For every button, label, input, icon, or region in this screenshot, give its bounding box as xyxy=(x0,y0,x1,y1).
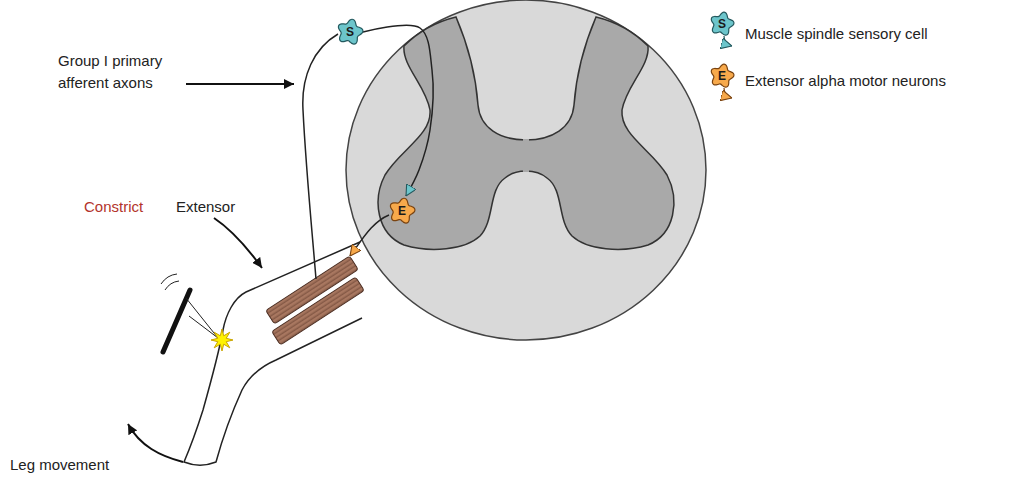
icon-letter: E xyxy=(718,69,726,83)
grey-matter xyxy=(378,17,526,249)
legend-text: Muscle spindle sensory cell xyxy=(745,25,928,42)
pointer-arrow xyxy=(214,218,262,268)
muscle-label: Extensor xyxy=(176,196,235,218)
leg-outline xyxy=(184,242,362,465)
cell-letter: E xyxy=(398,204,406,218)
reflex-hammer xyxy=(163,290,190,352)
muscle xyxy=(272,277,365,345)
motor-neuron-icon xyxy=(711,64,734,87)
axon-label: Group I primary afferent axons xyxy=(58,50,186,94)
motor-neuron: E xyxy=(388,197,416,225)
grey-commissure xyxy=(523,139,529,172)
pointer-arrow xyxy=(186,83,294,85)
sensory-cell-icon xyxy=(711,12,734,35)
sensory-cell-body xyxy=(338,19,363,44)
spinal-cord xyxy=(346,0,706,340)
instruction-label: Constrict xyxy=(84,196,143,218)
motor-neuron-icon xyxy=(724,88,732,98)
movement-label: Leg movement xyxy=(10,454,109,476)
motion-line xyxy=(165,281,179,290)
legend-text: Extensor alpha motor neurons xyxy=(745,72,946,89)
grey-matter xyxy=(526,17,674,249)
motion-line xyxy=(161,274,177,284)
motor-neuron-body xyxy=(390,198,415,223)
afferent-axon xyxy=(363,25,433,196)
movement-arrow xyxy=(128,424,183,462)
legend-item: Muscle spindle sensory cell xyxy=(745,23,928,45)
sensory-cell-icon xyxy=(724,36,732,46)
cell-letter: S xyxy=(346,25,354,39)
afferent-axon xyxy=(303,34,338,279)
sensory-cell: S xyxy=(336,18,364,46)
motor-axon xyxy=(350,215,389,256)
legend-item: Extensor alpha motor neurons xyxy=(745,70,946,92)
icon-letter: S xyxy=(718,17,726,31)
tap-star xyxy=(211,329,233,351)
hammer-head xyxy=(186,298,218,338)
